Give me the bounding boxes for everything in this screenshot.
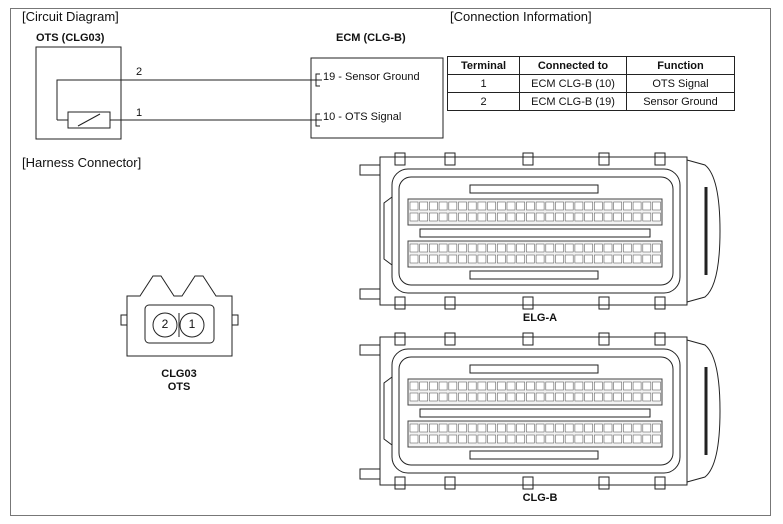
diagram-frame (10, 8, 771, 516)
table-cell: OTS Signal (626, 74, 735, 93)
table-cell: Sensor Ground (626, 92, 735, 111)
table-row: 1 ECM CLG-B (10) OTS Signal (447, 74, 735, 93)
table-cell: 2 (447, 92, 520, 111)
ots-pin-2: 2 (161, 317, 169, 331)
ecm-b-caption: CLG-B (522, 492, 558, 504)
circuit-diagram-heading: [Circuit Diagram] (22, 9, 119, 24)
table-cell: 1 (447, 74, 520, 93)
ecm-pin-19-label: 19 - Sensor Ground (323, 71, 420, 83)
ots-caption-name: OTS (167, 381, 191, 393)
table-header-row: Terminal Connected to Function (447, 56, 735, 75)
ots-pin-1: 1 (188, 317, 196, 331)
ecm-a-caption: ELG-A (522, 312, 558, 324)
ots-caption-code: CLG03 (161, 368, 197, 380)
ecm-pin-10-label: 10 - OTS Signal (323, 111, 402, 123)
table-row: 2 ECM CLG-B (19) Sensor Ground (447, 92, 735, 111)
ots-title: OTS (CLG03) (36, 32, 105, 44)
table-cell: ECM CLG-B (19) (519, 92, 627, 111)
table-cell: ECM CLG-B (10) (519, 74, 627, 93)
ots-pin-2-label: 2 (136, 66, 143, 78)
ots-pin-1-label: 1 (136, 107, 143, 119)
connection-info-heading: [Connection Information] (450, 9, 592, 24)
header-connected-to: Connected to (519, 56, 627, 75)
ecm-title: ECM (CLG-B) (336, 32, 406, 44)
connection-table: Terminal Connected to Function 1 ECM CLG… (447, 56, 735, 111)
harness-connector-heading: [Harness Connector] (22, 155, 142, 170)
header-function: Function (626, 56, 735, 75)
header-terminal: Terminal (447, 56, 520, 75)
